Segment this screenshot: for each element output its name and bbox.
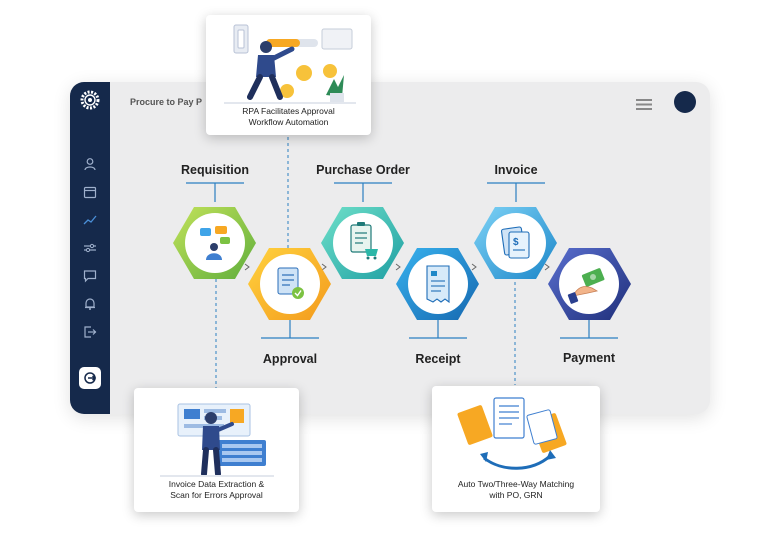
svg-text:$: $ (513, 237, 519, 248)
label-connectors (186, 182, 618, 339)
stage-label-invoice: Invoice (494, 163, 538, 177)
chat-people-icon (200, 226, 230, 260)
clipboard-cart-icon (350, 222, 378, 260)
bell-icon[interactable] (80, 294, 100, 314)
data-extraction-illustration (160, 403, 274, 477)
user-icon[interactable] (80, 154, 100, 174)
hand-money-icon (567, 268, 605, 304)
card-bottom-left-caption-line2: Scan for Errors Approval (170, 490, 263, 500)
sidebar (70, 82, 110, 414)
stage-label-purchase-order: Purchase Order (316, 163, 410, 177)
sliders-icon[interactable] (80, 238, 100, 258)
logout-icon (84, 372, 97, 384)
hex-payment (548, 248, 631, 320)
flow-arrows (244, 263, 550, 271)
card-bottom-right-caption-line2: with PO, GRN (489, 490, 543, 500)
dashed-connectors (215, 137, 516, 388)
calendar-icon[interactable] (80, 182, 100, 202)
hex-requisition (173, 207, 256, 279)
card-top-caption-line1: RPA Facilitates Approval (242, 106, 335, 116)
avatar[interactable] (674, 91, 696, 113)
card-way-matching: Auto Two/Three-Way Matching with PO, GRN (432, 386, 600, 512)
stage-label-receipt: Receipt (415, 352, 461, 366)
hex-invoice: $ (474, 207, 557, 279)
document-matching-illustration (457, 397, 567, 470)
hex-approval (248, 248, 331, 320)
card-approval-workflow: RPA Facilitates Approval Workflow Automa… (206, 15, 371, 135)
invoice-dollar-icon: $ (500, 226, 530, 259)
logout-button[interactable] (79, 367, 101, 389)
document-check-icon (277, 267, 304, 299)
chart-line-icon[interactable] (80, 210, 100, 230)
chat-icon[interactable] (80, 266, 100, 286)
exit-icon[interactable] (80, 322, 100, 342)
hex-purchase-order (321, 207, 404, 279)
card-invoice-extraction: Invoice Data Extraction & Scan for Error… (134, 388, 299, 512)
stage-label-approval: Approval (262, 352, 318, 366)
card-bottom-left-caption-line1: Invoice Data Extraction & (168, 479, 265, 489)
hamburger-menu-icon[interactable] (636, 97, 652, 110)
stage-label-payment: Payment (562, 351, 616, 365)
hex-receipt (396, 248, 479, 320)
receipt-icon (426, 265, 450, 304)
stage-label-requisition: Requisition (180, 163, 250, 177)
gear-logo-icon (78, 88, 102, 112)
card-bottom-right-caption-line1: Auto Two/Three-Way Matching (457, 479, 575, 489)
worker-automation-illustration (224, 24, 356, 104)
window-title: Procure to Pay P (130, 97, 203, 107)
card-top-caption-line2: Workflow Automation (248, 117, 329, 127)
